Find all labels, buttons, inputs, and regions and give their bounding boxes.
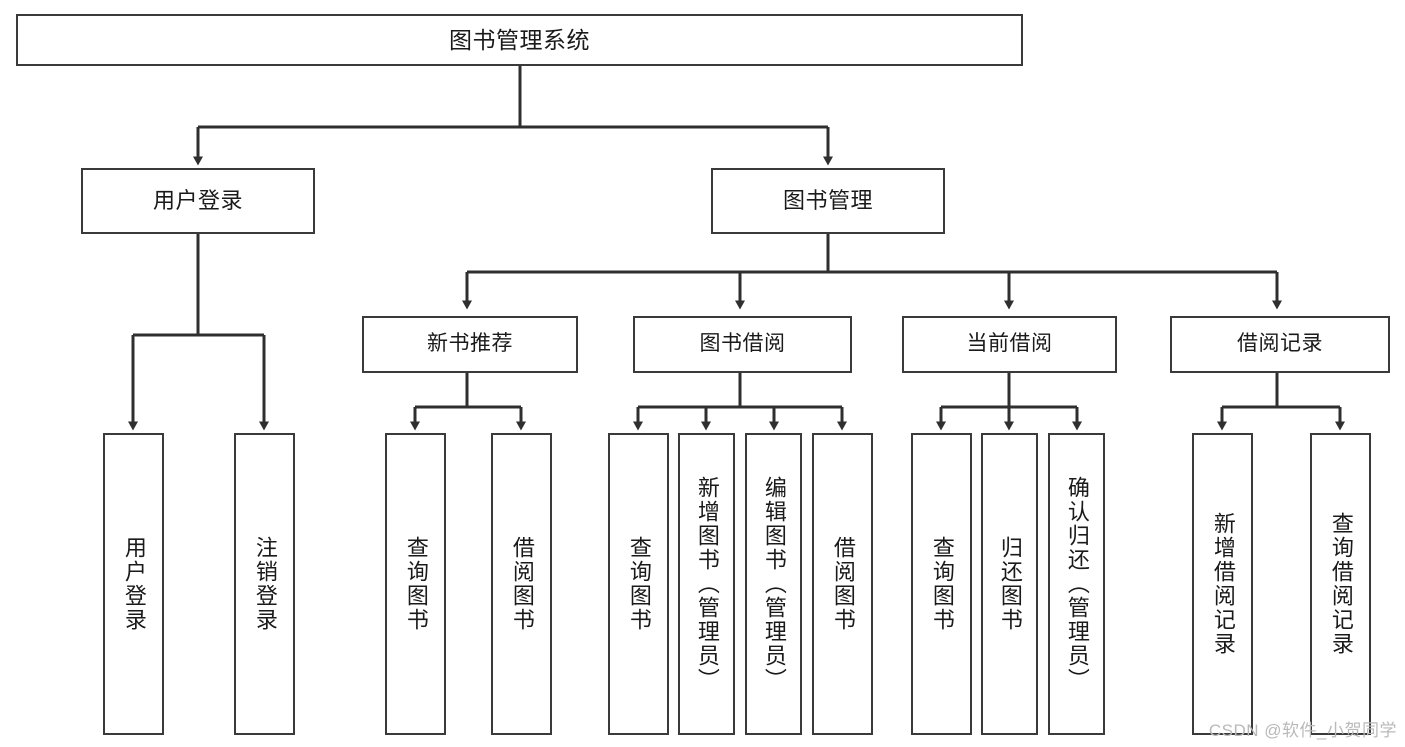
node-current-borrow[interactable]: 当前借阅 bbox=[902, 316, 1117, 373]
node-root-system[interactable]: 图书管理系统 bbox=[16, 14, 1023, 66]
node-label: 用户登录 bbox=[121, 536, 147, 632]
leaf-borrow-book[interactable]: 借阅图书 bbox=[812, 433, 873, 735]
leaf-query-book-recommend[interactable]: 查询图书 bbox=[385, 433, 446, 735]
node-label: 查询借阅记录 bbox=[1328, 512, 1354, 656]
node-label: 查询图书 bbox=[626, 536, 652, 632]
node-book-borrow[interactable]: 图书借阅 bbox=[633, 316, 852, 373]
node-new-book-recommend[interactable]: 新书推荐 bbox=[362, 316, 578, 373]
leaf-edit-book-admin[interactable]: 编辑图书（管理员） bbox=[745, 433, 802, 735]
node-label: 查询图书 bbox=[929, 536, 955, 632]
watermark-text: CSDN @软件_小贺同学 bbox=[1208, 721, 1397, 740]
node-label: 用户登录 bbox=[152, 188, 243, 214]
node-label: 新增图书（管理员） bbox=[694, 476, 720, 692]
node-book-management[interactable]: 图书管理 bbox=[711, 168, 945, 234]
node-label: 归还图书 bbox=[997, 536, 1023, 632]
node-label: 借阅图书 bbox=[830, 536, 856, 632]
node-label: 编辑图书（管理员） bbox=[761, 476, 787, 692]
leaf-logout-login[interactable]: 注销登录 bbox=[234, 433, 295, 735]
node-borrow-record[interactable]: 借阅记录 bbox=[1170, 316, 1390, 373]
leaf-borrow-book-recommend[interactable]: 借阅图书 bbox=[491, 433, 552, 735]
leaf-query-book-current[interactable]: 查询图书 bbox=[911, 433, 972, 735]
leaf-user-login[interactable]: 用户登录 bbox=[103, 433, 164, 735]
leaf-add-book-admin[interactable]: 新增图书（管理员） bbox=[678, 433, 735, 735]
node-label: 注销登录 bbox=[252, 536, 278, 632]
node-label: 图书管理系统 bbox=[449, 26, 590, 53]
node-user-login[interactable]: 用户登录 bbox=[81, 168, 315, 234]
node-label: 确认归还（管理员） bbox=[1064, 476, 1090, 692]
node-label: 查询图书 bbox=[403, 536, 429, 632]
leaf-add-borrow-record[interactable]: 新增借阅记录 bbox=[1192, 433, 1253, 735]
node-label: 新增借阅记录 bbox=[1210, 512, 1236, 656]
leaf-confirm-return-admin[interactable]: 确认归还（管理员） bbox=[1048, 433, 1105, 735]
node-label: 新书推荐 bbox=[427, 332, 513, 356]
node-label: 图书借阅 bbox=[699, 332, 786, 356]
node-label: 借阅记录 bbox=[1237, 332, 1323, 356]
leaf-query-book-borrow[interactable]: 查询图书 bbox=[608, 433, 669, 735]
leaf-query-borrow-record[interactable]: 查询借阅记录 bbox=[1310, 433, 1371, 735]
node-label: 借阅图书 bbox=[509, 536, 535, 632]
node-label: 当前借阅 bbox=[966, 332, 1053, 356]
node-label: 图书管理 bbox=[782, 188, 873, 214]
leaf-return-book[interactable]: 归还图书 bbox=[981, 433, 1038, 735]
